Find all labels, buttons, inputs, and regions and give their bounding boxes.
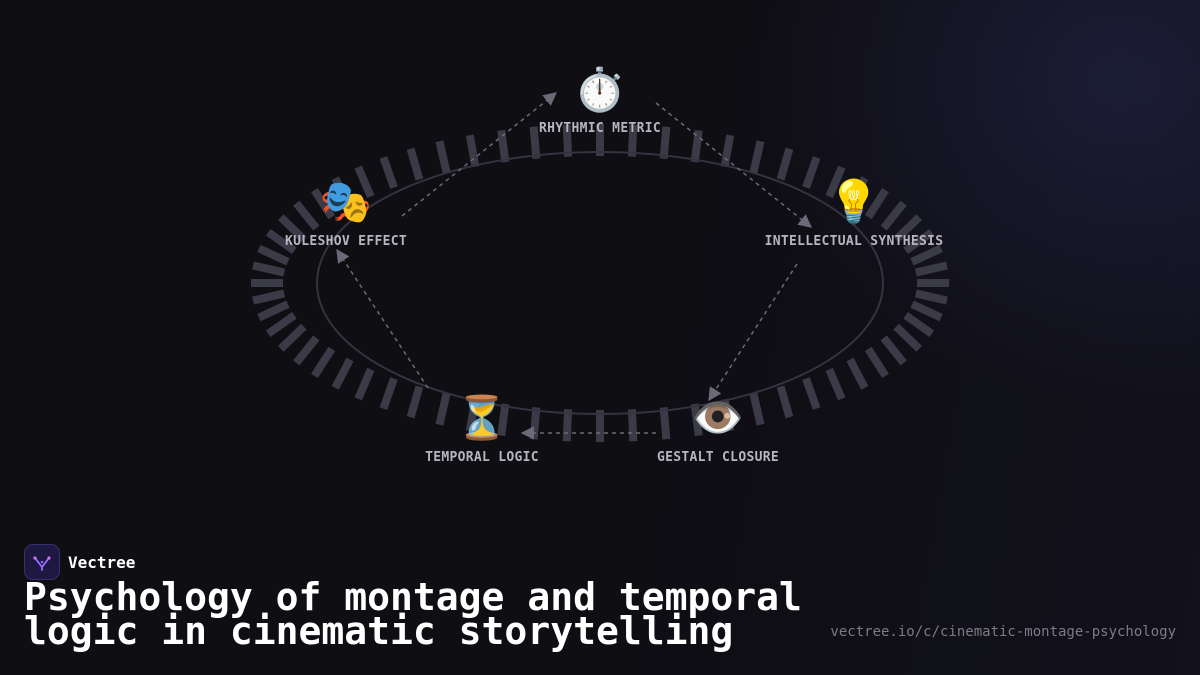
film-perforation [880,335,907,366]
film-strip-ring [251,124,949,442]
film-perforation [529,126,541,159]
film-perforation [265,312,297,337]
film-perforation [776,385,794,419]
montage-cycle-diagram [251,92,949,442]
film-perforation [749,392,765,426]
film-perforation [311,346,336,379]
film-perforation [562,124,573,157]
node-label-rhythmic: RHYTHMIC METRIC [539,121,661,136]
page-title: Psychology of montage and temporal logic… [24,575,802,653]
film-perforation [914,289,948,305]
film-perforation [903,312,935,337]
film-perforation [497,129,510,163]
film-perforation [627,124,638,157]
lightbulb-icon: 💡 [827,177,881,226]
flow-arrow-temporal-to-kuleshov [336,248,429,389]
film-perforation [406,147,424,181]
film-perforation [293,200,320,231]
film-perforation [379,377,398,410]
film-perforation [596,124,604,156]
film-perforation [914,261,948,277]
film-perforation [825,165,846,199]
film-strip-inner-edge [316,151,884,415]
film-perforation [776,147,794,181]
film-perforation [846,357,869,390]
film-perforation [903,229,935,254]
film-perforation [379,156,398,189]
film-perforation [659,126,671,159]
film-perforation [278,214,307,243]
film-perforation [278,323,307,352]
film-perforation [893,323,922,352]
flow-arrow-rhythmic-to-intellectual [655,102,813,228]
node-label-kuleshov: KULESHOV EFFECT [285,234,407,249]
film-perforation [825,367,846,401]
film-perforation [720,134,735,168]
film-perforation [864,187,889,220]
film-perforation [257,244,290,266]
film-perforation [910,300,943,322]
node-label-gestalt: GESTALT CLOSURE [657,450,779,465]
film-perforation [659,407,671,440]
film-perforation [465,134,480,168]
film-perforation [802,377,821,410]
film-perforation [252,289,286,305]
film-perforation [331,357,354,390]
film-perforation [802,156,821,189]
film-perforation [354,367,375,401]
film-perforation [265,229,297,254]
film-perforation [311,187,336,220]
film-perforation [435,140,451,174]
tree-branch-icon [33,556,51,571]
brand[interactable]: Vectree [24,544,135,580]
film-perforation [864,346,889,379]
flow-arrows [336,92,813,440]
film-perforation [406,385,424,419]
film-perforation [293,335,320,366]
brand-name: Vectree [68,552,136,572]
film-perforation [497,403,510,437]
source-url[interactable]: vectree.io/c/cinematic-montage-psycholog… [830,624,1176,640]
film-perforation [251,279,283,287]
film-perforation [331,176,354,209]
film-perforation [465,398,480,432]
film-perforation [690,403,703,437]
film-perforation [910,244,943,266]
film-perforation [893,214,922,243]
vectree-logo [24,544,60,580]
film-perforation [749,140,765,174]
film-perforation [257,300,290,322]
film-perforation [435,392,451,426]
node-label-temporal: TEMPORAL LOGIC [425,450,539,465]
film-perforation [846,176,869,209]
theater-masks-icon: 🎭 [319,177,373,226]
hourglass-icon: ⏳ [455,393,509,442]
eye-icon: 👁️ [691,393,745,442]
film-perforation [880,200,907,231]
flow-arrow-kuleshov-to-rhythmic [401,92,558,217]
film-perforation [917,279,949,287]
film-perforation [252,261,286,277]
film-perforation [354,165,375,199]
node-label-intellectual: INTELLECTUAL SYNTHESIS [764,234,944,249]
stopwatch-icon: ⏱️ [573,65,627,114]
flow-arrow-intellectual-to-gestalt [708,263,798,402]
film-perforation [720,398,735,432]
film-perforation [596,410,604,442]
